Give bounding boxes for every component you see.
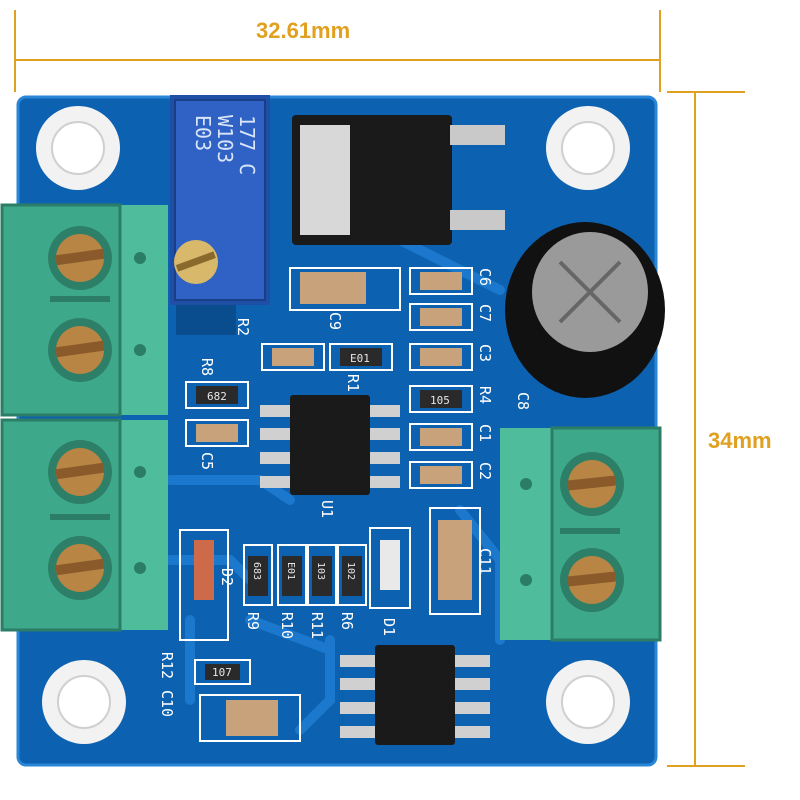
label-c3: C3 (476, 344, 494, 362)
mounting-hole-bottom-right (546, 660, 630, 744)
terminal-block-right (500, 426, 662, 642)
code-103: 103 (315, 562, 326, 580)
code-682: 682 (207, 390, 227, 403)
ic-u1 (260, 395, 400, 495)
label-r9: R9 (244, 612, 262, 630)
code-107: 107 (212, 666, 232, 679)
label-c5: C5 (198, 452, 216, 470)
label-r12: R12 (158, 652, 176, 679)
label-r11: R11 (308, 612, 326, 639)
label-r10: R10 (278, 612, 296, 639)
label-r2: R2 (234, 318, 252, 336)
mounting-hole-top-left (36, 106, 120, 190)
label-c8: C8 (514, 392, 532, 410)
height-dimension-label: 34mm (708, 428, 772, 453)
label-c6: C6 (476, 268, 494, 286)
label-c2: C2 (476, 462, 494, 480)
potentiometer (170, 95, 270, 335)
label-u1: U1 (318, 500, 336, 518)
label-r4: R4 (476, 386, 494, 404)
label-d2: D2 (218, 568, 236, 586)
terminal-block-left-bottom (0, 418, 168, 632)
label-d1: D1 (380, 618, 398, 636)
label-r8: R8 (198, 358, 216, 376)
ic-bottom (340, 645, 490, 745)
label-r1: R1 (344, 374, 362, 392)
width-dimension-label: 32.61mm (256, 18, 351, 43)
code-683: 683 (251, 562, 262, 580)
code-e01: E01 (350, 352, 370, 365)
label-c9: C9 (326, 312, 344, 330)
pot-marking-line3: E03 (191, 115, 215, 151)
mounting-hole-bottom-left (42, 660, 126, 744)
terminal-block-left-top (0, 203, 168, 417)
code-e01-b: E01 (285, 562, 296, 580)
pot-marking-line2: W103 (213, 115, 237, 163)
dimension-lines (14, 10, 745, 767)
electrolytic-capacitor (505, 222, 665, 398)
label-c10: C10 (158, 690, 176, 717)
label-c11: C11 (476, 548, 494, 575)
label-c7: C7 (476, 304, 494, 322)
code-102: 102 (345, 562, 356, 580)
label-r6: R6 (338, 612, 356, 630)
label-c1: C1 (476, 424, 494, 442)
smd-components (179, 267, 481, 742)
voltage-regulator (292, 115, 505, 245)
code-105: 105 (430, 394, 450, 407)
pot-marking-line1: 177 C (235, 115, 259, 175)
mounting-hole-top-right (546, 106, 630, 190)
